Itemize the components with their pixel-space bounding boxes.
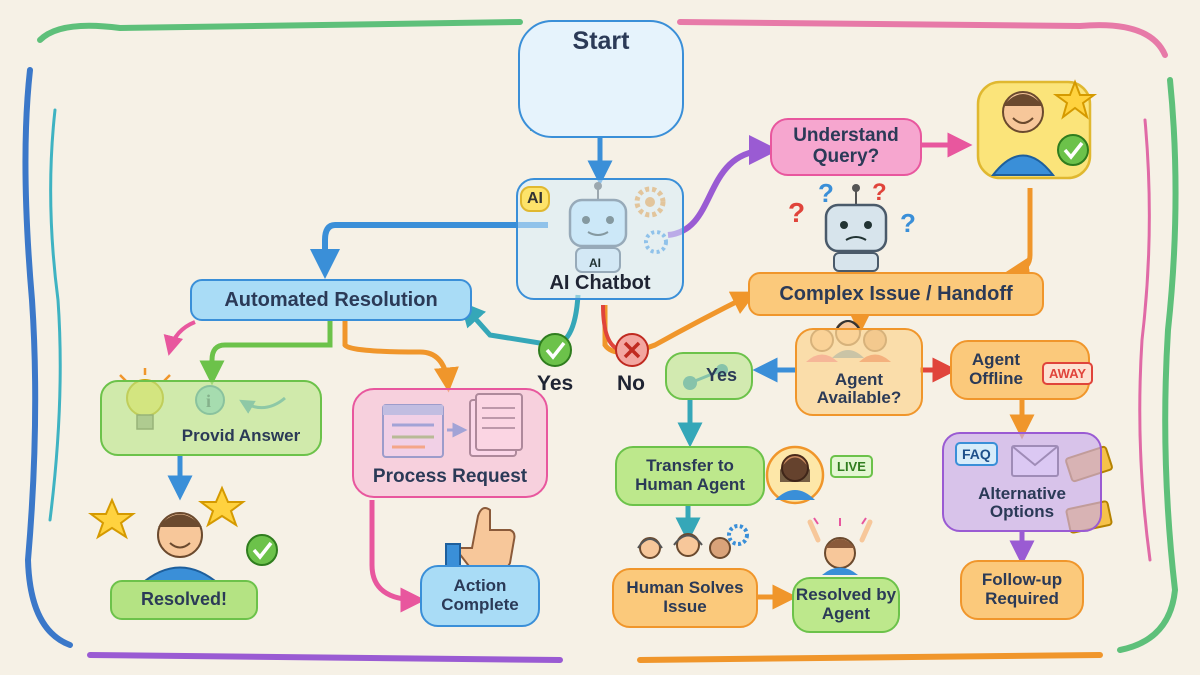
ai-badge: AI bbox=[520, 186, 550, 212]
automated-resolution-node: Automated Resolution bbox=[190, 279, 472, 321]
transfer-human-node: Transfer to Human Agent bbox=[615, 446, 765, 506]
arrow-automated-left bbox=[163, 320, 196, 356]
celebrating-person-illustration bbox=[807, 517, 873, 575]
x-mark-icon bbox=[615, 333, 649, 367]
away-badge: AWAY bbox=[1042, 362, 1094, 385]
transfer-human-label: Transfer to Human Agent bbox=[635, 456, 745, 494]
process-request-label: Process Request bbox=[372, 466, 528, 488]
checkmark-icon bbox=[246, 534, 278, 566]
start-node: Start bbox=[518, 20, 684, 138]
question-mark-icon: ? ? ? ? bbox=[788, 178, 916, 238]
agent-yes-label: Yes bbox=[705, 365, 737, 386]
action-complete-node: Action Complete bbox=[420, 565, 540, 627]
action-complete-label: Action Complete bbox=[441, 576, 519, 614]
arrow-process-to-action bbox=[369, 500, 426, 613]
provide-answer-node: Provid Answer bbox=[100, 380, 322, 456]
agent-available-label: Agent Available? bbox=[816, 369, 902, 408]
robot-chest-label: AI bbox=[589, 256, 601, 270]
gear-icon bbox=[727, 524, 749, 546]
resolved-node: Resolved! bbox=[110, 580, 258, 620]
start-label: Start bbox=[572, 27, 630, 55]
agent-yes-node: Yes bbox=[665, 352, 753, 400]
alternative-options-label: Alternative Options bbox=[978, 483, 1066, 522]
checkmark-icon bbox=[538, 333, 572, 367]
arrow-chatbot-to-automated bbox=[310, 222, 548, 279]
ai-chatbot-label: AI Chatbot bbox=[549, 272, 651, 294]
automated-resolution-label: Automated Resolution bbox=[224, 289, 438, 311]
resolved-by-agent-node: Resolved by Agent bbox=[792, 577, 900, 633]
human-solves-label: Human Solves Issue bbox=[626, 578, 744, 616]
complex-issue-label: Complex Issue / Handoff bbox=[779, 283, 1013, 305]
svg-text:?: ? bbox=[900, 208, 916, 238]
understand-query-label: Understand Query? bbox=[793, 125, 899, 167]
headset-icon bbox=[637, 533, 731, 559]
understand-query-node: Understand Query? bbox=[770, 118, 922, 176]
agent-offline-label: Agent Offline bbox=[969, 350, 1023, 388]
live-agent-illustration bbox=[765, 445, 825, 505]
no-branch-label: No bbox=[617, 372, 645, 395]
arrow-person-to-complex bbox=[1004, 188, 1033, 283]
arrow-automated-to-process bbox=[342, 320, 459, 393]
checkmark-icon bbox=[1057, 134, 1089, 166]
follow-up-label: Follow-up Required bbox=[981, 570, 1063, 608]
robot-icon bbox=[824, 184, 888, 272]
decorative-border bbox=[22, 19, 1179, 663]
yes-branch-label: Yes bbox=[537, 372, 574, 395]
process-request-node: Process Request bbox=[352, 388, 548, 498]
star-icon bbox=[1052, 79, 1098, 120]
svg-text:?: ? bbox=[818, 178, 834, 208]
arrow-no-to-complex bbox=[602, 291, 757, 355]
faq-badge: FAQ bbox=[955, 442, 998, 466]
resolved-by-agent-label: Resolved by Agent bbox=[795, 585, 897, 623]
live-badge: LIVE bbox=[830, 455, 873, 478]
arrow-chatbot-to-understand bbox=[667, 135, 779, 238]
resolved-label: Resolved! bbox=[140, 589, 228, 610]
provide-answer-label: Provid Answer bbox=[181, 426, 301, 446]
arrow-automated-to-answer bbox=[199, 320, 333, 386]
human-solves-node: Human Solves Issue bbox=[612, 568, 758, 628]
svg-text:?: ? bbox=[788, 197, 805, 228]
svg-text:?: ? bbox=[872, 179, 887, 206]
complex-issue-node: Complex Issue / Handoff bbox=[748, 272, 1044, 316]
agent-available-node: Agent Available? bbox=[795, 328, 923, 416]
follow-up-node: Follow-up Required bbox=[960, 560, 1084, 620]
star-icon bbox=[88, 485, 246, 540]
